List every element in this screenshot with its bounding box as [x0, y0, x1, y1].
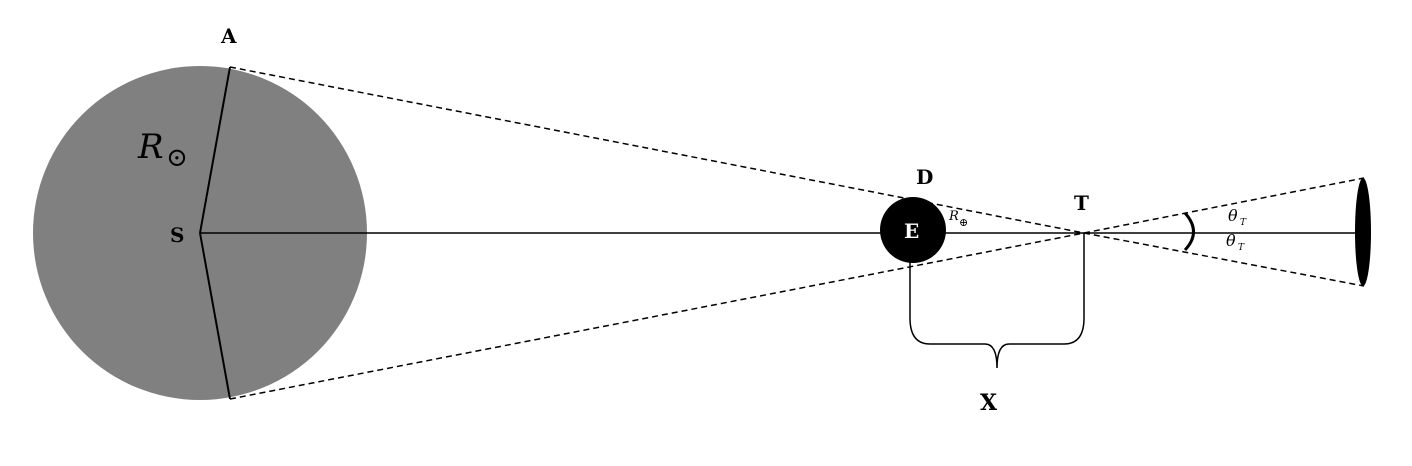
theta-upper-subscript: T: [1240, 218, 1247, 228]
label-d: D: [916, 165, 933, 189]
sun-symbol: ⊙: [166, 143, 188, 173]
x-curly-brace: [909, 317, 1085, 369]
sun-radius-line-lower: [199, 232, 231, 400]
distant-disk: [1355, 178, 1371, 286]
label-a: A: [220, 24, 237, 48]
sun-radius-line-upper: [199, 66, 231, 234]
theta-lower-label: θ: [1226, 231, 1236, 250]
tangent-line-upper-to-t: [229, 66, 1085, 234]
tangent-line-lower-to-t: [229, 232, 1085, 400]
label-x: X: [980, 390, 998, 416]
earth-symbol: ⊕: [959, 216, 968, 229]
theta-lower-subscript: T: [1238, 243, 1245, 253]
angle-arc: [1183, 212, 1195, 252]
theta-upper-label: θ: [1228, 206, 1238, 225]
earth-radius-label: R: [948, 209, 959, 224]
label-t: T: [1074, 191, 1089, 215]
label-e: E: [904, 219, 919, 243]
cone-line-upper: [1083, 177, 1365, 234]
label-s: S: [170, 223, 184, 247]
cone-line-lower: [1083, 232, 1365, 287]
sun-radius-label: R: [137, 127, 164, 167]
earth-disk: [880, 197, 946, 263]
